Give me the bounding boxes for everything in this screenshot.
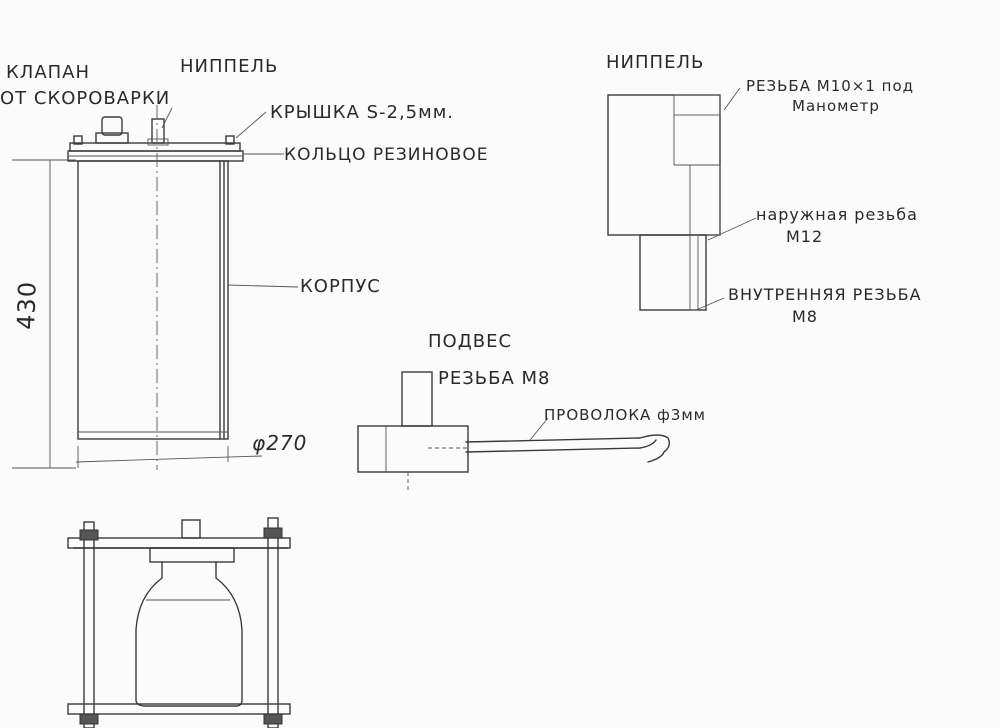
height-dimension: 430 bbox=[12, 280, 42, 330]
nipple-label: НИППЕЛЬ bbox=[180, 56, 278, 77]
press-rod-right bbox=[267, 517, 279, 728]
lid-nipple bbox=[151, 118, 165, 144]
press-top-plate bbox=[67, 537, 291, 549]
nipple-stem bbox=[639, 234, 707, 311]
valve-label-line-1: КЛАПАН bbox=[6, 62, 90, 83]
vessel-drawing bbox=[12, 105, 299, 470]
nipple-outer-thread-label-1: наружная резьба bbox=[756, 205, 918, 224]
nipple-gauge-thread-label-1: РЕЗЬБА M10×1 под bbox=[746, 77, 914, 95]
press-centre-screw bbox=[181, 519, 201, 539]
ring-label: КОЛЬЦО РЕЗИНОВОЕ bbox=[284, 145, 488, 165]
hanger-thread-label: РЕЗЬБА M8 bbox=[438, 368, 550, 389]
valve-body bbox=[101, 116, 123, 136]
hanger-title: ПОДВЕС bbox=[428, 331, 512, 352]
nipple-leader-inner bbox=[695, 297, 725, 311]
nipple-inner-thread-label-1: ВНУТРЕННЯЯ РЕЗЬБА bbox=[728, 285, 922, 304]
leader-body bbox=[227, 284, 299, 288]
press-frame-drawing bbox=[67, 517, 291, 728]
vessel-body bbox=[77, 160, 229, 440]
leader-nipple bbox=[161, 107, 173, 129]
nipple-gauge-thread-label-2: Манометр bbox=[792, 97, 880, 115]
nipple-thread-gauge-hatch bbox=[673, 94, 721, 116]
nipple-leader-outer bbox=[707, 217, 757, 241]
press-rod-left bbox=[83, 521, 95, 728]
nipple-detail-title: НИППЕЛЬ bbox=[606, 52, 704, 73]
lid-plate bbox=[69, 142, 241, 152]
nipple-outer-thread-label-2: M12 bbox=[786, 227, 823, 246]
press-bottom-plate bbox=[67, 703, 291, 715]
diameter-dimension: φ270 bbox=[252, 431, 307, 455]
lid-label: КРЫШКА S-2,5мм. bbox=[270, 102, 454, 123]
lid-bolt-left bbox=[73, 135, 83, 145]
hanger-wire bbox=[465, 434, 671, 463]
body-label: КОРПУС bbox=[300, 276, 381, 297]
press-pad bbox=[149, 547, 235, 563]
nipple-detail-drawing bbox=[607, 87, 757, 311]
hanger-wire-label: ПРОВОЛОКА ф3мм bbox=[544, 406, 706, 424]
nipple-leader-gauge bbox=[723, 87, 741, 111]
nipple-thread-outer-hatch bbox=[689, 164, 721, 236]
nipple-stem-thread bbox=[689, 234, 699, 311]
jar-outline bbox=[135, 561, 243, 707]
lid-bolt-right bbox=[225, 135, 235, 145]
valve-label-line-2: ОТ СКОРОВАРКИ bbox=[0, 88, 170, 109]
hanger-block bbox=[357, 425, 469, 473]
hanger-detail-drawing bbox=[357, 371, 671, 490]
leader-lid bbox=[235, 111, 267, 139]
nipple-inner-thread-label-2: M8 bbox=[792, 307, 818, 326]
hanger-threaded-stud bbox=[401, 371, 433, 427]
hanger-leader-wire bbox=[529, 417, 549, 441]
